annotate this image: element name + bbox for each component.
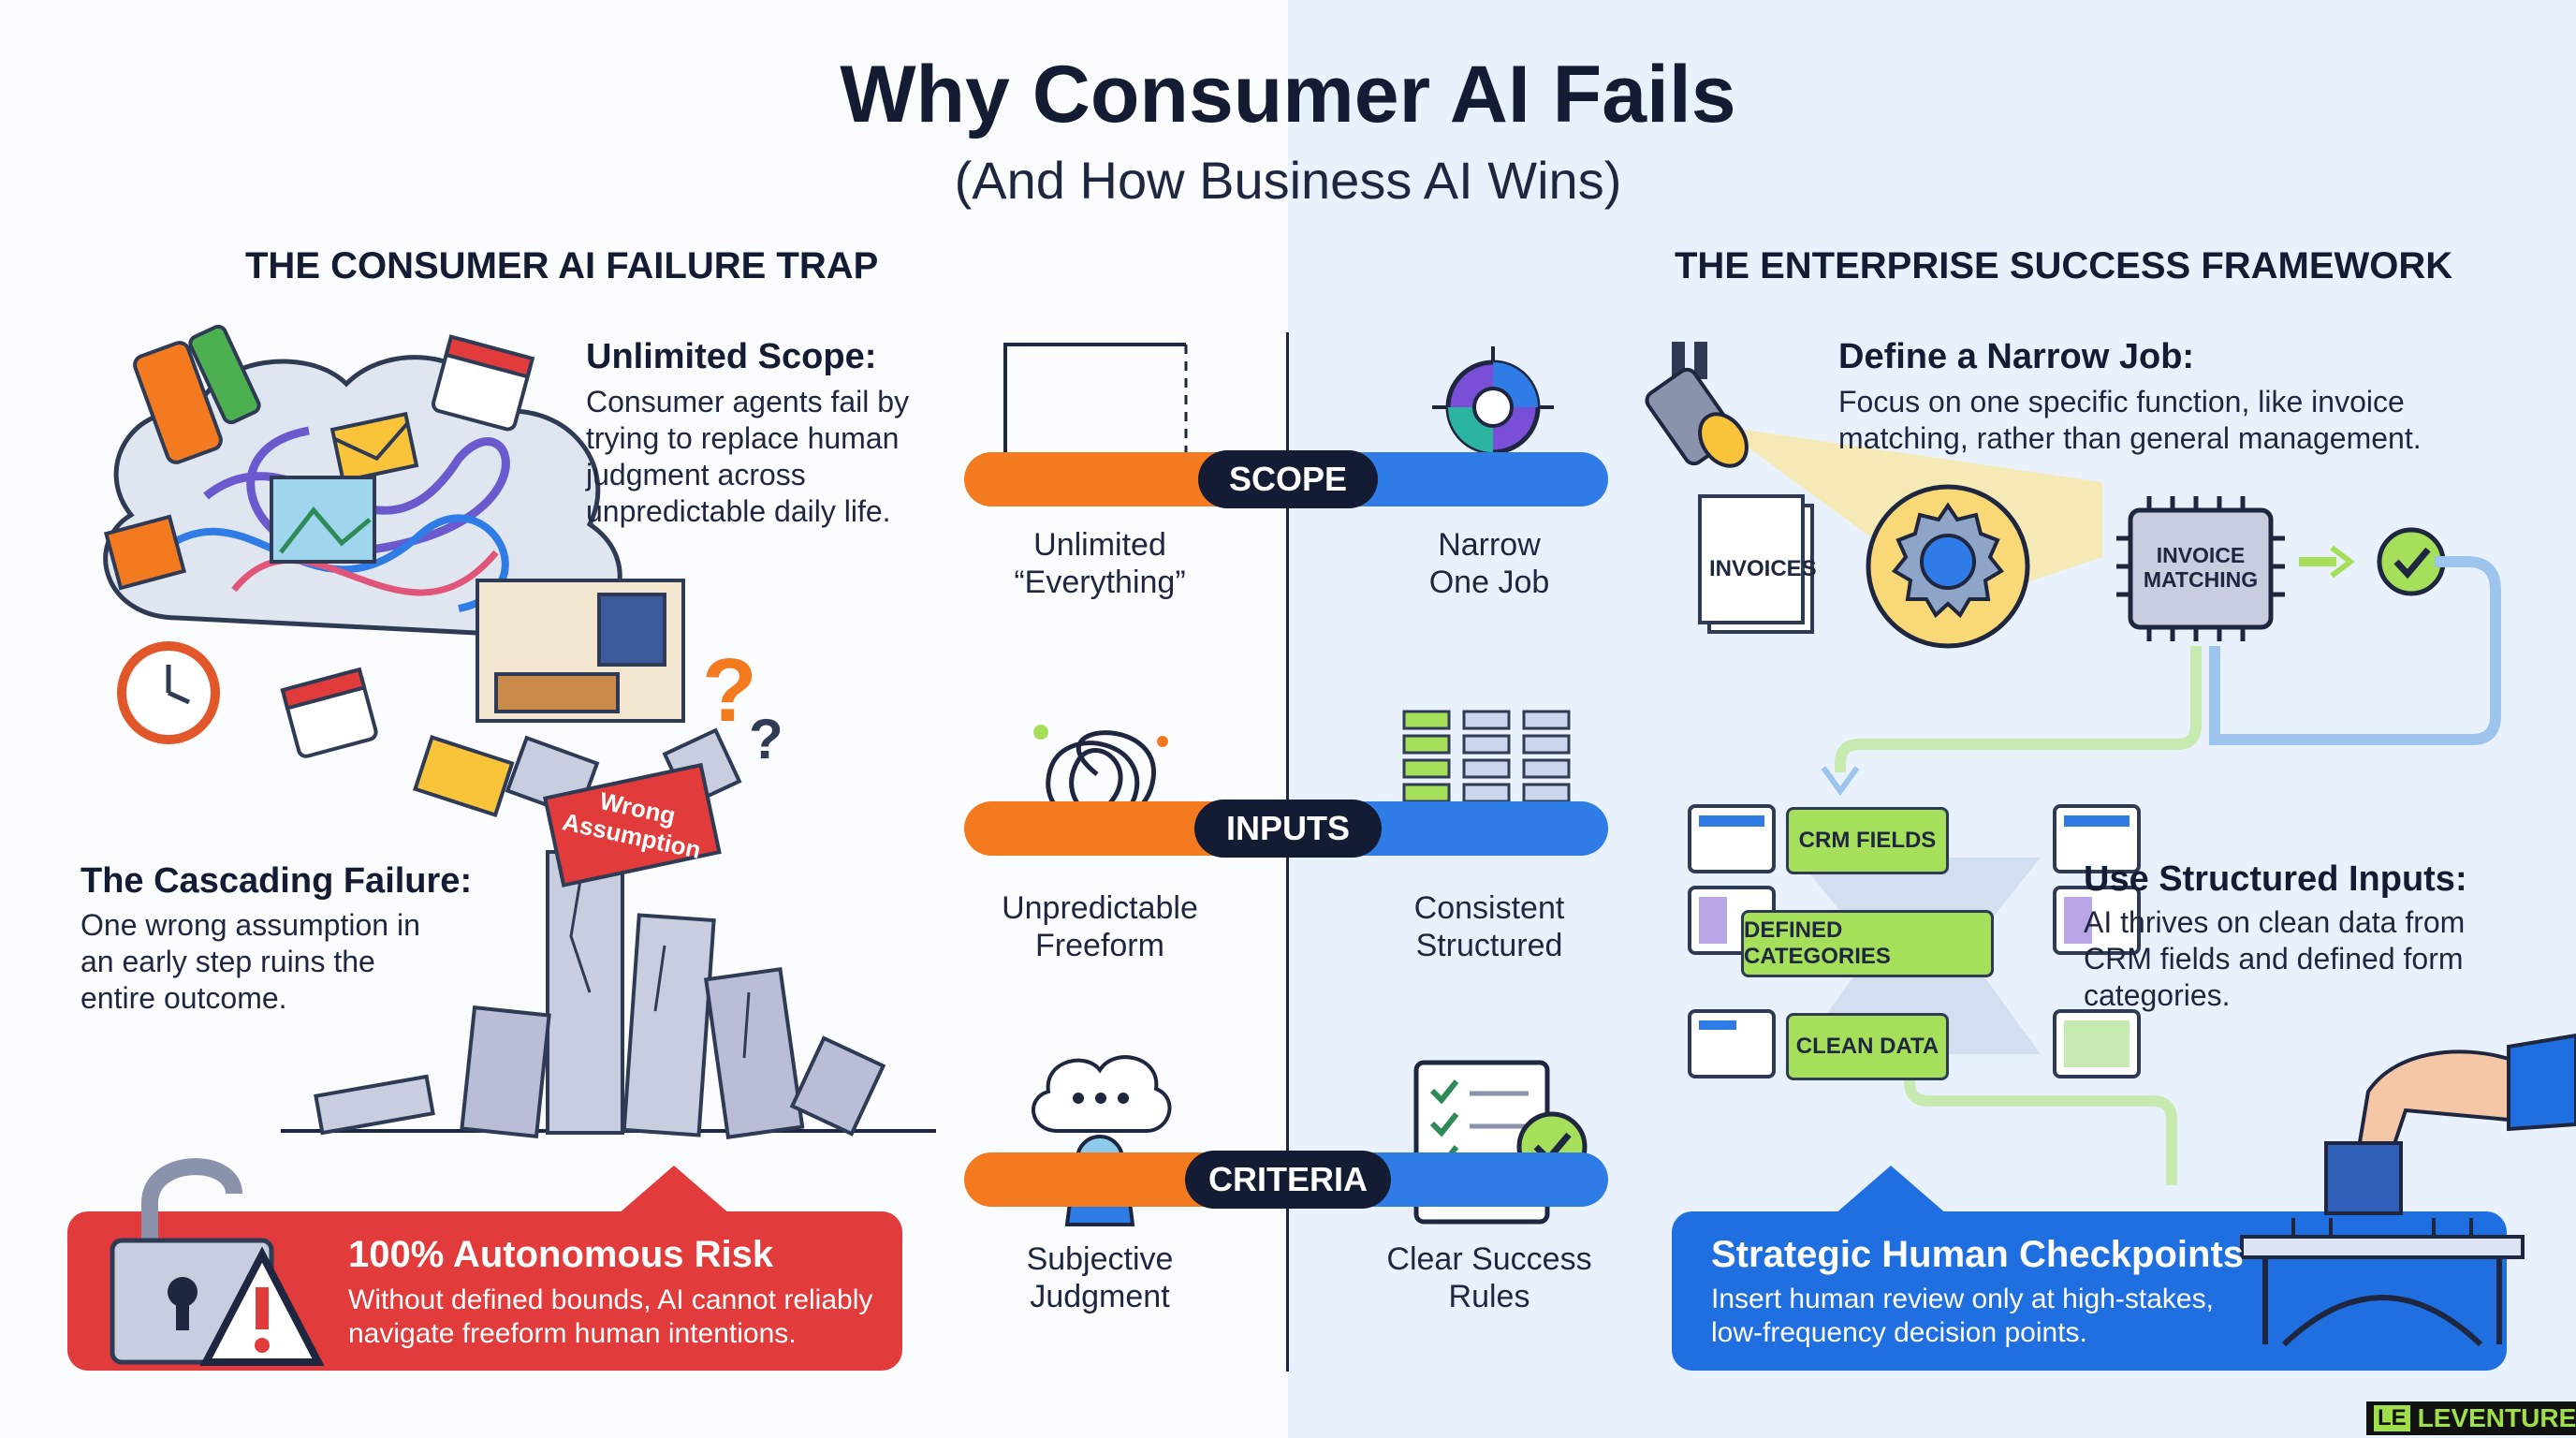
unlimited-scope-line: unpredictable daily life.	[586, 494, 891, 528]
unlimited-scope-line: judgment across	[586, 458, 806, 492]
risk-callout-pointer	[618, 1166, 730, 1214]
inputs-right-line: Consistent	[1413, 890, 1565, 926]
criteria-left-caption: Subjective Judgment	[973, 1240, 1226, 1315]
criteria-right-line: Clear Success	[1386, 1241, 1592, 1277]
page-subtitle: (And How Business AI Wins)	[954, 151, 1622, 210]
cascading-failure-line: entire outcome.	[80, 981, 287, 1015]
human-checkpoints-line: low-frequency decision points.	[1711, 1317, 2087, 1348]
criteria-left-line: Judgment	[1030, 1279, 1170, 1314]
inputs-right-line: Structured	[1415, 928, 1563, 963]
inputs-left-line: Freeform	[1035, 928, 1164, 963]
target-aperture-icon	[1432, 346, 1554, 468]
cascading-failure-line: an early step ruins the	[80, 945, 375, 978]
criteria-right-line: Rules	[1448, 1279, 1530, 1314]
structured-inputs-line: categories.	[2084, 978, 2231, 1012]
invoice-flow-diagram	[1645, 342, 2501, 797]
inputs-label-pill: INPUTS	[1194, 800, 1382, 858]
human-checkpoints-body: Insert human review only at high-stakes,…	[1711, 1283, 2214, 1350]
scope-left-caption: Unlimited “Everything”	[973, 526, 1226, 601]
scope-right-line: Narrow	[1438, 527, 1541, 563]
autonomous-risk-title: 100% Autonomous Risk	[348, 1234, 774, 1275]
checkpoints-callout-pointer	[1835, 1166, 1947, 1214]
inputs-right-caption: Consistent Structured	[1363, 889, 1616, 964]
structured-inputs-line: AI thrives on clean data from	[2084, 905, 2466, 939]
cascading-failure-body: One wrong assumption in an early step ru…	[80, 907, 420, 1017]
structured-inputs-body: AI thrives on clean data from CRM fields…	[2084, 904, 2465, 1014]
invoice-matching-chip-label: INVOICE MATCHING	[2130, 543, 2271, 592]
autonomous-risk-line: Without defined bounds, AI cannot reliab…	[348, 1284, 873, 1315]
invoices-label: INVOICES	[1709, 556, 1817, 581]
human-checkpoints-line: Insert human review only at high-stakes,	[1711, 1284, 2214, 1314]
left-section-title: THE CONSUMER AI FAILURE TRAP	[245, 245, 879, 286]
broken-lock-icon	[110, 1158, 325, 1366]
invoice-matching-line: INVOICE	[2156, 543, 2246, 567]
narrow-job-line: Focus on one specific function, like inv…	[1838, 385, 2405, 418]
scope-left-line: Unlimited	[1033, 527, 1166, 563]
logo-name: LEVENTURES	[2417, 1403, 2576, 1432]
svg-text:?: ?	[749, 708, 783, 770]
unlimited-scope-heading: Unlimited Scope:	[586, 337, 877, 376]
scope-right-caption: Narrow One Job	[1363, 526, 1616, 601]
cascading-failure-heading: The Cascading Failure:	[80, 861, 473, 901]
leventures-logo: LE LEVENTURES	[2366, 1401, 2576, 1435]
svg-text:?: ?	[702, 640, 757, 741]
narrow-job-body: Focus on one specific function, like inv…	[1838, 384, 2422, 457]
tangled-scribble-icon	[1033, 725, 1168, 827]
criteria-left-line: Subjective	[1026, 1241, 1174, 1277]
autonomous-risk-line: navigate freeform human intentions.	[348, 1318, 797, 1349]
structured-inputs-line: CRM fields and defined form	[2084, 942, 2464, 976]
inputs-left-line: Unpredictable	[1002, 890, 1198, 926]
chaos-illustration: ? ?	[103, 324, 783, 818]
unlimited-scope-line: trying to replace human	[586, 421, 900, 455]
logo-mark: LE	[2374, 1405, 2410, 1431]
cascading-failure-line: One wrong assumption in	[80, 908, 420, 942]
defined-categories-chip: DEFINED CATEGORIES	[1741, 910, 1994, 977]
scope-left-line: “Everything”	[1014, 565, 1186, 600]
right-section-title: THE ENTERPRISE SUCCESS FRAMEWORK	[1675, 245, 2453, 286]
crm-fields-chip: CRM FIELDS	[1786, 807, 1949, 874]
criteria-right-caption: Clear Success Rules	[1354, 1240, 1625, 1315]
page-title: Why Consumer AI Fails	[840, 50, 1736, 139]
narrow-job-line: matching, rather than general management…	[1838, 421, 2422, 455]
autonomous-risk-body: Without defined bounds, AI cannot reliab…	[348, 1284, 872, 1351]
crumbling-pillars-illustration	[281, 727, 936, 1139]
narrow-job-heading: Define a Narrow Job:	[1838, 337, 2195, 376]
structured-inputs-heading: Use Structured Inputs:	[2084, 859, 2467, 899]
scope-right-line: One Job	[1428, 565, 1550, 600]
scope-label-pill: SCOPE	[1198, 450, 1378, 508]
human-checkpoints-title: Strategic Human Checkpoints	[1711, 1234, 2245, 1275]
criteria-label-pill: CRITERIA	[1185, 1151, 1391, 1209]
unlimited-scope-line: Consumer agents fail by	[586, 385, 910, 418]
human-hand-bridge-icon	[2240, 1033, 2576, 1347]
clean-data-chip: CLEAN DATA	[1786, 1013, 1949, 1080]
invoice-matching-line: MATCHING	[2143, 567, 2259, 592]
unlimited-scope-body: Consumer agents fail by trying to replac…	[586, 384, 909, 530]
inputs-left-caption: Unpredictable Freeform	[973, 889, 1226, 964]
